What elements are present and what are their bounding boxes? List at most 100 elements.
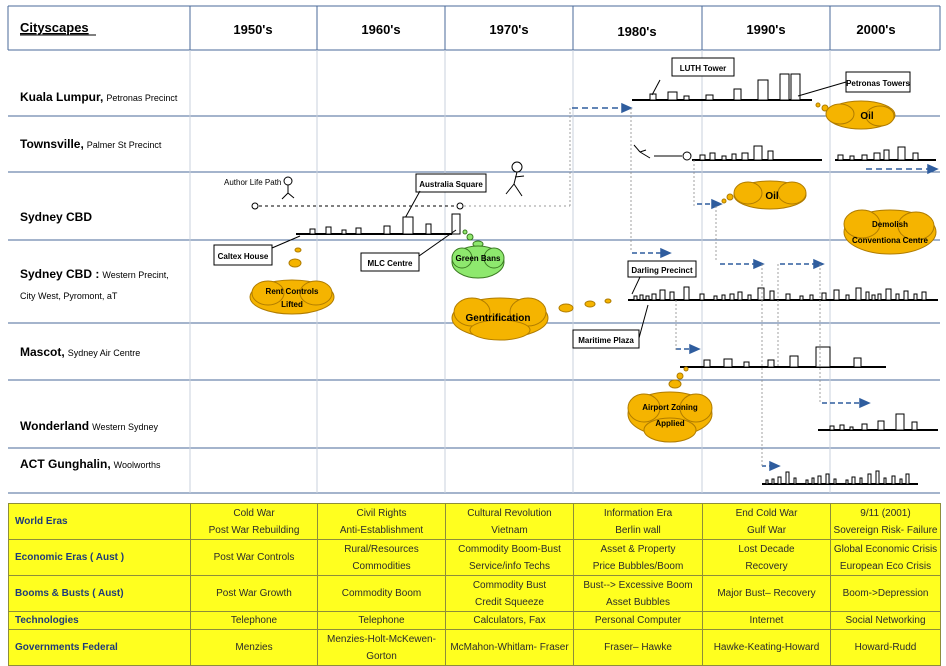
table-cell-line: Cold War: [233, 507, 275, 519]
table-cell-line: Telephone: [358, 615, 405, 626]
caltex-house-callout: Caltex House: [213, 235, 301, 266]
table-row: Booms & Busts ( Aust) Post War Growth Comm…: [8, 575, 941, 612]
table-row-header: Governments Federal: [8, 629, 191, 666]
table-cell-line: Commodity Boom: [341, 588, 422, 599]
kuala-lumpur-skyline: [632, 73, 812, 101]
table-cell-line: Commodities: [352, 560, 411, 572]
table-cell-line: Information Era: [603, 507, 673, 519]
demolish-cloud: Demolish Conventiona Centre: [843, 209, 937, 255]
row-label-mascot: Mascot,Sydney Air Centre: [20, 345, 140, 359]
svg-text:Lifted: Lifted: [281, 300, 303, 309]
table-cell: Boom->Depression: [830, 575, 941, 612]
table-cell-line: Rural/Resources: [344, 543, 419, 555]
sydney-cbd-skyline: [296, 213, 461, 235]
table-cell: Post War Controls: [190, 539, 318, 576]
decade-1960s: 1960's: [361, 22, 400, 37]
act-arrow: [762, 460, 781, 472]
decade-1950s: 1950's: [233, 22, 272, 37]
table-cell-line: Post War Rebuilding: [208, 524, 300, 536]
svg-text:Darling Precinct: Darling Precinct: [631, 266, 693, 275]
row-label-townsville: Townsville,Palmer St Precinct: [20, 137, 162, 151]
decade-2000s: 2000's: [856, 22, 895, 37]
mascot-arrow: [676, 343, 701, 355]
table-cell: Menzies: [190, 629, 318, 666]
row-label-sydney-cbd-western: Sydney CBD :Western Precint,: [20, 267, 169, 281]
svg-text:Oil: Oil: [765, 191, 779, 202]
table-cell: Commodity Boom: [317, 575, 446, 612]
table-cell-line: Gorton: [366, 650, 397, 662]
petronas-towers-callout: Petronas Towers: [797, 71, 911, 97]
table-cell-line: Menzies-Holt-McKewen-: [327, 633, 436, 645]
table-cell-line: Internet: [749, 615, 784, 626]
table-cell-line: Berlin wall: [615, 524, 661, 536]
table-cell-line: Howard-Rudd: [854, 642, 917, 653]
svg-text:Petronas Towers: Petronas Towers: [846, 79, 910, 88]
western-skyline: [628, 286, 938, 301]
decade-1970s: 1970's: [489, 22, 528, 37]
table-cell-line: Post War Growth: [216, 588, 292, 599]
dotted-connectors: [569, 108, 821, 466]
townsville-arrow: [866, 163, 939, 175]
table-cell: Major Bust– Recovery: [702, 575, 831, 612]
table-cell: Internet: [702, 611, 831, 630]
townsville-figure: [633, 144, 692, 161]
table-row-header: Technologies: [8, 611, 191, 630]
table-cell: Social Networking: [830, 611, 941, 630]
svg-text:Author Life Path: Author Life Path: [224, 178, 281, 187]
svg-text:Maritime Plaza: Maritime Plaza: [578, 336, 634, 345]
act-skyline: [762, 470, 918, 485]
svg-text:Australia Square: Australia Square: [419, 180, 483, 189]
rent-cloud-dots: [288, 247, 302, 268]
table-row-header: Booms & Busts ( Aust): [8, 575, 191, 612]
author-life-path: Author Life Path: [224, 161, 570, 210]
row-label-sydney-cbd-western-sub: City West, Pyromont, aT: [20, 291, 118, 301]
gentrification-cloud: Gentrification: [451, 297, 549, 341]
svg-text:Green Bans: Green Bans: [456, 254, 501, 263]
table-cell-line: Asset Bubbles: [606, 596, 670, 608]
decade-1990s: 1990's: [746, 22, 785, 37]
decade-dividers: [189, 6, 831, 493]
table-cell: Menzies-Holt-McKewen- Gorton: [317, 629, 446, 666]
table-cell: Howard-Rudd: [830, 629, 941, 666]
row-label-act-gunghalin: ACT Gunghalin,Woolworths: [20, 457, 161, 471]
table-cell-line: Global Economic Crisis: [833, 543, 938, 555]
table-cell: McMahon-Whitlam- Fraser: [445, 629, 574, 666]
table-cell-line: End Cold War: [735, 507, 798, 519]
table-cell-line: Fraser– Hawke: [604, 642, 672, 653]
svg-text:Applied: Applied: [655, 419, 684, 428]
table-cell: Post War Growth: [190, 575, 318, 612]
australia-square-callout: Australia Square: [403, 173, 487, 221]
svg-text:Rent Controls: Rent Controls: [266, 287, 319, 296]
table-cell-line: Menzies: [235, 642, 273, 653]
svg-text:Oil: Oil: [860, 111, 874, 122]
table-cell: Personal Computer: [573, 611, 703, 630]
page-title: Cityscapes: [20, 20, 89, 35]
table-cell-line: Vietnam: [491, 524, 528, 536]
table-cell-line: Bust--> Excessive Boom: [583, 579, 693, 591]
table-cell-line: European Eco Crisis: [839, 560, 932, 572]
header-decade-borders: [189, 6, 831, 50]
svg-text:Caltex House: Caltex House: [218, 252, 269, 261]
table-cell-line: Recovery: [745, 560, 788, 572]
table-cell-line: Calculators, Fax: [473, 615, 546, 626]
table-cell-line: Personal Computer: [594, 615, 682, 626]
svg-text:Airport Zoning: Airport Zoning: [642, 403, 698, 412]
table-cell: Telephone: [317, 611, 446, 630]
table-row-header: Economic Eras ( Aust ): [8, 539, 191, 576]
table-cell-line: Post War Controls: [213, 552, 295, 563]
table-cell-line: Social Networking: [845, 615, 926, 626]
table-cell: Calculators, Fax: [445, 611, 574, 630]
sydney-cbd-arrows: [697, 198, 723, 210]
table-cell: Hawke-Keating-Howard: [702, 629, 831, 666]
kl-arrow: [572, 102, 633, 114]
table-cell-line: Lost Decade: [738, 543, 795, 555]
